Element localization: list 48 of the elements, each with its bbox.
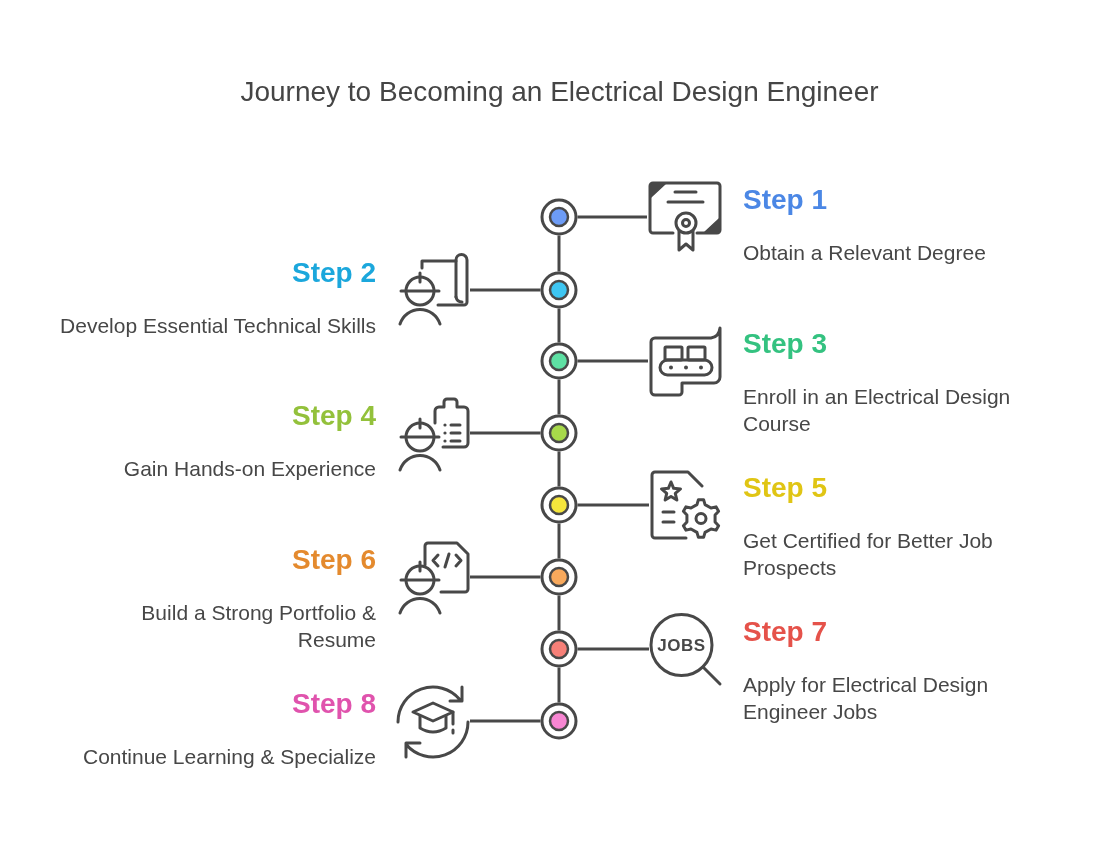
- step-description: Get Certified for Better Job Prospects: [743, 528, 994, 581]
- milestone-circle: [540, 198, 578, 236]
- connector-line: [470, 575, 541, 579]
- connector-line: [557, 379, 561, 415]
- milestone-circle: [540, 271, 578, 309]
- milestone-circle: [540, 414, 578, 452]
- connector-line: [557, 308, 561, 343]
- engineer-clipboard-icon: [396, 397, 470, 473]
- step-description: Obtain a Relevant Degree: [743, 240, 986, 266]
- milestone-circle: [540, 702, 578, 740]
- milestone-circle: [540, 342, 578, 380]
- document-gear-icon: [649, 469, 723, 542]
- connector-line: [470, 431, 541, 435]
- step-heading: Step 2: [291, 257, 376, 289]
- connector-line: [577, 215, 647, 219]
- connector-line: [470, 288, 541, 292]
- connector-line: [577, 503, 649, 507]
- step-heading: Step 1: [743, 184, 828, 216]
- step-heading: Step 5: [743, 472, 828, 504]
- lens-label: JOBS: [657, 636, 706, 654]
- diagram-title: Journey to Becoming an Electrical Design Engineer: [240, 75, 879, 109]
- engineer-blueprint-icon: [396, 252, 470, 327]
- milestone-circle: [540, 558, 578, 596]
- step-heading: Step 3: [743, 328, 828, 360]
- connector-line: [557, 235, 561, 272]
- step-heading: Step 6: [291, 544, 376, 576]
- connector-line: [557, 595, 561, 631]
- certificate-icon: [647, 181, 724, 253]
- connector-line: [577, 647, 649, 651]
- step-description: Enroll in an Electrical Design Course: [743, 384, 1012, 437]
- refresh-graduation-icon: [396, 684, 470, 760]
- step-heading: Step 4: [291, 400, 376, 432]
- connector-line: [577, 359, 648, 363]
- step-description: Build a Strong Portfolio & Resume: [140, 600, 376, 653]
- step-description: Apply for Electrical Design Engineer Jobs: [743, 672, 990, 725]
- engineer-code-icon: [396, 540, 470, 616]
- conveyor-screen-icon: [648, 325, 723, 397]
- step-heading: Step 8: [291, 688, 376, 720]
- step-heading: Step 7: [743, 616, 828, 648]
- milestone-circle: [540, 630, 578, 668]
- step-description: Gain Hands-on Experience: [123, 456, 376, 482]
- step-description: Develop Essential Technical Skills: [60, 313, 376, 339]
- step-description: Continue Learning & Specialize: [82, 744, 376, 770]
- connector-line: [557, 451, 561, 487]
- connector-line: [470, 719, 541, 723]
- milestone-circle: [540, 486, 578, 524]
- connector-line: [557, 523, 561, 559]
- connector-line: [557, 667, 561, 703]
